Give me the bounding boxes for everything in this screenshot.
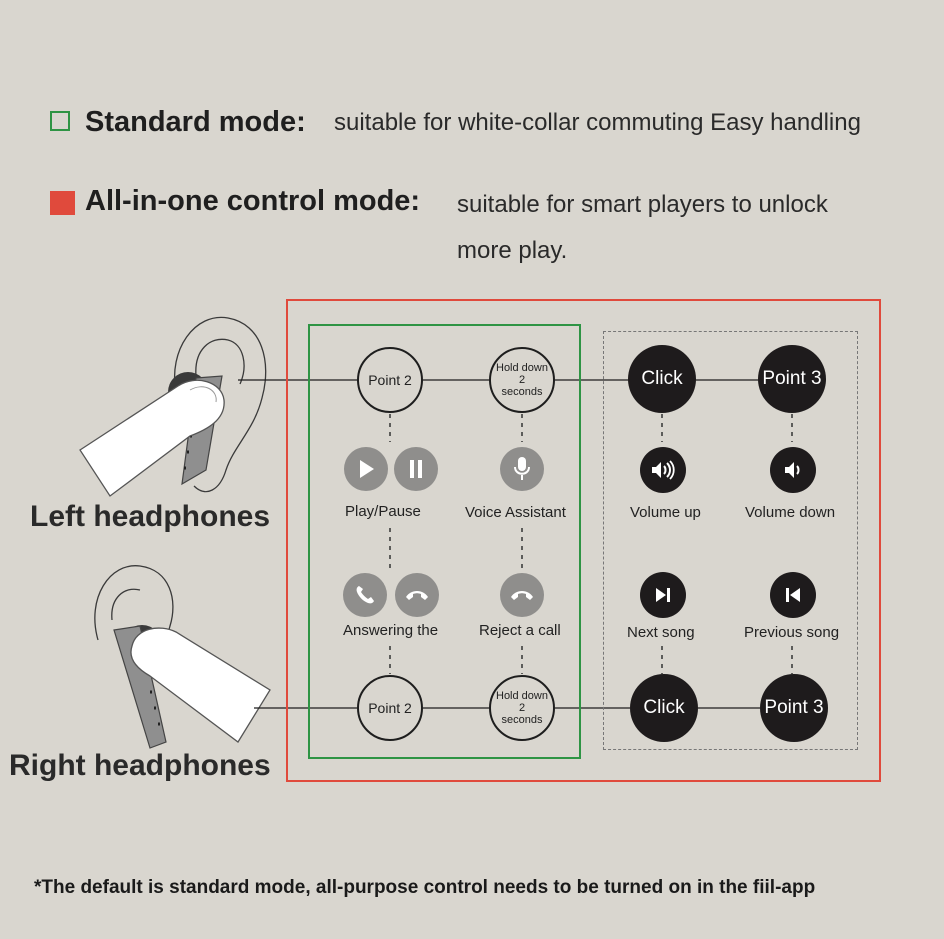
left-point2-label: Point 2 (368, 372, 412, 388)
right-hold-node: Hold down 2 seconds (489, 675, 555, 741)
right-headphones-label: Right headphones (9, 749, 271, 782)
left-click-label: Click (641, 368, 683, 389)
right-point3-label: Point 3 (764, 697, 824, 718)
left-hold-line2: 2 (518, 374, 526, 386)
pause-icon (394, 447, 438, 491)
left-ear-illustration (174, 316, 267, 493)
left-point3-label: Point 3 (762, 368, 822, 389)
right-hold-line2: 2 (518, 702, 526, 714)
all-in-one-mode-title: All-in-one control mode: (85, 185, 421, 217)
volume-down-icon (770, 447, 816, 493)
right-finger (130, 627, 271, 743)
right-click-node: Click (630, 674, 698, 742)
reject-caption: Reject a call (479, 622, 561, 639)
right-point2-label: Point 2 (368, 700, 412, 716)
phone-answer-icon (343, 573, 387, 617)
standard-mode-swatch (50, 111, 70, 131)
play-icon (344, 447, 388, 491)
all-in-one-mode-desc-line1: suitable for smart players to unlock (457, 191, 828, 218)
all-in-one-mode-desc-line2: more play. (457, 237, 568, 264)
standard-mode-desc: suitable for white-collar commuting Easy… (334, 109, 861, 136)
volume-up-icon (640, 447, 686, 493)
phone-hangup-icon (395, 573, 439, 617)
standard-frame (308, 324, 581, 759)
volume-down-caption: Volume down (745, 504, 836, 521)
next-song-caption: Next song (627, 624, 695, 641)
left-point3-node: Point 3 (758, 345, 826, 413)
left-headphones-label: Left headphones (30, 500, 271, 533)
right-hold-line1: Hold down (496, 690, 548, 702)
left-hold-node: Hold down 2 seconds (489, 347, 555, 413)
right-point3-node: Point 3 (760, 674, 828, 742)
standard-mode-title: Standard mode: (85, 106, 306, 138)
all-in-one-frame (286, 299, 881, 782)
previous-track-icon (770, 572, 816, 618)
all-in-one-mode-swatch (50, 191, 75, 215)
microphone-icon (500, 447, 544, 491)
right-click-label: Click (643, 697, 685, 718)
footer-note: *The default is standard mode, all-purpo… (34, 877, 816, 898)
answering-caption: Answering the (343, 622, 439, 639)
play-pause-caption: Play/Pause (345, 503, 421, 520)
phone-reject-icon (500, 573, 544, 617)
all-in-one-dashed-panel (603, 331, 858, 750)
left-click-node: Click (628, 345, 696, 413)
right-point2-node: Point 2 (357, 675, 423, 741)
next-track-icon (640, 572, 686, 618)
left-finger (79, 379, 225, 497)
volume-up-caption: Volume up (630, 504, 701, 521)
voice-assistant-caption: Voice Assistant (465, 504, 566, 521)
left-hold-line3: seconds (501, 386, 543, 398)
left-point2-node: Point 2 (357, 347, 423, 413)
left-hold-line1: Hold down (496, 362, 548, 374)
previous-song-caption: Previous song (744, 624, 840, 641)
right-hold-line3: seconds (501, 714, 543, 726)
